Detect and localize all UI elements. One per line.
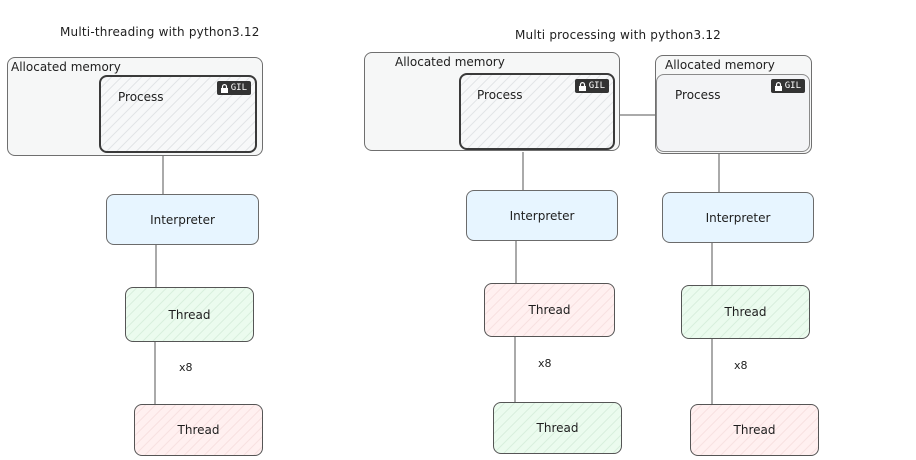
thread-label: Thread [724,305,767,319]
process-processing-2: Process GIL [656,74,810,152]
lock-icon [774,81,782,91]
process-label: Process [675,88,721,102]
thread-multiplier: x8 [538,357,552,370]
thread-threading-top: Thread [125,287,254,342]
interpreter-label: Interpreter [150,212,215,227]
allocated-memory-label: Allocated memory [11,60,121,74]
process-label: Process [118,90,164,104]
thread-processing-1-top: Thread [484,283,615,337]
thread-processing-2-bottom: Thread [690,404,819,456]
allocated-memory-label: Allocated memory [395,55,505,69]
processing-title: Multi processing with python3.12 [515,28,721,42]
interpreter-processing-2: Interpreter [662,192,814,243]
thread-label: Thread [536,421,579,435]
gil-label: GIL [230,83,247,93]
gil-badge: GIL [770,79,805,93]
thread-label: Thread [528,303,571,317]
threading-title: Multi-threading with python3.12 [60,25,260,39]
process-processing-1: Process GIL [459,73,615,150]
process-threading: Process GIL [99,75,257,153]
gil-label: GIL [784,81,801,91]
lock-icon [220,83,228,93]
interpreter-processing-1: Interpreter [466,190,618,241]
gil-badge: GIL [216,81,251,95]
process-label: Process [477,88,523,102]
allocated-memory-label: Allocated memory [665,58,775,72]
gil-badge: GIL [574,79,609,93]
thread-processing-1-bottom: Thread [493,402,622,454]
interpreter-threading: Interpreter [106,194,259,245]
thread-processing-2-top: Thread [681,285,810,339]
thread-multiplier: x8 [179,361,193,374]
thread-label: Thread [733,423,776,437]
thread-multiplier: x8 [734,359,748,372]
gil-label: GIL [588,81,605,91]
lock-icon [578,81,586,91]
interpreter-label: Interpreter [509,208,575,223]
thread-threading-bottom: Thread [134,404,263,456]
thread-label: Thread [177,423,220,437]
thread-label: Thread [168,307,211,322]
interpreter-label: Interpreter [705,210,771,225]
